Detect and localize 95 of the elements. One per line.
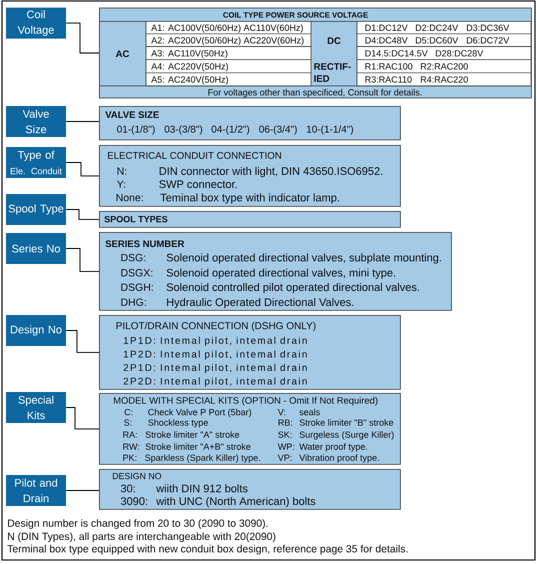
category-label: Pilot and Drain	[6, 475, 66, 506]
option-description: Hydraulic Operated Directional Valves.	[167, 298, 354, 308]
table-cell: A5: AC240V(50Hz)	[146, 72, 312, 86]
note-text: Design number is changed from 20 to 30 (2090 to 3090).	[8, 519, 268, 529]
option-line: 1P1D: Intemal pilot, intemal drain	[124, 336, 307, 346]
option-line: 1P2D: Intemal pilot, intemal drain	[124, 350, 307, 360]
table-cell: A4: AC220V(50Hz)	[146, 59, 312, 74]
info-box	[99, 469, 401, 510]
option-description: Check Valve P Port (5bar)	[148, 408, 252, 418]
row-header: RECTIF-IED	[314, 63, 351, 82]
option-description: Sparkless (Spark Killer) type.	[145, 454, 260, 463]
voltage-table	[98, 8, 532, 98]
note-text: Terminal box type equipped with new conduit box design, reference page 35 for details.	[7, 544, 408, 554]
option-code: Y:	[116, 180, 126, 188]
category-label: Spool Type	[6, 194, 66, 225]
connector-line	[66, 209, 100, 220]
option-line: 2P2D: Intemal pilot, intemal drain	[124, 377, 307, 387]
box-heading: SERIES NUMBER	[105, 240, 184, 248]
option-code: C:	[124, 408, 132, 416]
option-code: RB:	[278, 419, 292, 426]
size-option: 04-(1/2")	[212, 125, 250, 135]
option-code: DSG:	[121, 254, 146, 262]
category-label: Design No	[6, 315, 66, 346]
connector-line	[66, 22, 100, 54]
size-option: 06-(3/4")	[259, 125, 297, 135]
option-code: PK:	[123, 454, 136, 461]
table-cell: A3: AC110V(50Hz)	[146, 46, 312, 60]
option-code: S:	[124, 419, 132, 426]
note-text: N (DIN Types), all parts are interchangeable with 20(2090)	[8, 532, 276, 542]
option-code: DSGX:	[121, 269, 152, 276]
size-option: 10-(1-1/4")	[306, 125, 354, 135]
connector-line	[66, 121, 100, 122]
box-heading: MODEL WITH SPECIAL KITS (OPTION - Omit If Not Required)	[114, 396, 378, 406]
size-option: 01-(1/8")	[117, 125, 155, 135]
table-cell: D1:DC12V D2:DC24V D3:DC36V	[356, 21, 532, 34]
row-header: DC	[328, 37, 341, 44]
info-box	[99, 232, 452, 311]
table-cell: D4:DC48V D5:DC60V D6:DC72V	[356, 33, 532, 47]
box-heading: PILOT/DRAIN CONNECTION (DSHG ONLY)	[116, 322, 316, 332]
table-cell: R1:RAC100 R2:RAC200	[356, 59, 532, 74]
box-heading: ELECTRICAL CONDUIT CONNECTION	[108, 152, 281, 159]
option-code: V:	[278, 409, 286, 416]
category-label: Coil Voltage	[6, 8, 66, 39]
option-code: DSGH:	[121, 283, 153, 291]
size-option: 03-(3/8")	[164, 125, 202, 135]
option-description: Stroke limiter "B" stroke	[300, 419, 394, 426]
option-description: Surgeless (Surge Killer)	[300, 431, 394, 440]
option-description: Stroke limiter "A" stroke	[146, 431, 240, 438]
connector-line	[66, 248, 100, 272]
box-heading: VALVE SIZE	[105, 111, 159, 118]
box-heading: SPOOL TYPES	[104, 216, 168, 222]
option-code: None:	[116, 194, 143, 202]
option-description: Solenoid controlled pilot operated directional valves.	[166, 283, 419, 294]
connector-line	[66, 407, 100, 430]
connector-line	[66, 330, 100, 353]
option-description: Solenoid operated directional valves, mini type.	[166, 268, 396, 279]
option-line: 2P1D: Intemal pilot, intemal drain	[124, 364, 307, 373]
category-label: Type of Ele. Conduit	[6, 147, 66, 178]
option-description: Stroke limiter "A+B" stroke	[146, 443, 250, 450]
info-box	[99, 145, 401, 207]
info-box	[99, 315, 401, 390]
option-code: 30:	[120, 484, 135, 492]
option-description: SWP connector.	[159, 180, 237, 188]
box-heading: DESIGN NO	[112, 472, 162, 480]
connector-line	[66, 162, 100, 176]
option-code: RW:	[123, 444, 139, 450]
option-code: RA:	[123, 432, 137, 438]
connector-line	[66, 490, 100, 491]
option-description: DIN connector with light, DIN 43650.ISO6952.	[160, 166, 382, 178]
category-label: Series No	[6, 233, 66, 264]
option-code: 3090:	[120, 497, 147, 506]
option-description: Teminal box type with indicator lamp.	[160, 193, 339, 204]
option-code: DHG:	[121, 298, 146, 306]
row-header: AC	[116, 50, 130, 58]
option-description: Solenoid operated directional valves, subplate mounting.	[166, 253, 441, 264]
info-box	[99, 106, 401, 140]
option-description: seals	[299, 408, 320, 416]
info-box	[99, 211, 401, 228]
table-cell: A1: AC100V(50/60Hz) AC110V(60Hz)	[146, 21, 312, 34]
option-description: with UNC (North American) bolts	[156, 497, 316, 508]
option-description: Shockless type	[148, 419, 208, 428]
option-code: N:	[118, 167, 126, 175]
option-code: SK:	[278, 431, 292, 438]
table-cell: D14.5:DC14.5V D28:DC28V	[356, 46, 532, 60]
category-label: Valve Size	[6, 106, 66, 137]
option-code: VP:	[278, 454, 292, 461]
table-note: For voltages other than specificed, Consult for details.	[208, 88, 422, 98]
option-description: wiith DIN 912 bolts	[156, 484, 248, 492]
option-description: Vibration proof type.	[299, 454, 379, 463]
category-label: Special Kits	[6, 392, 66, 423]
option-code: WP:	[278, 444, 294, 450]
info-box	[99, 393, 401, 465]
table-cell: A2: AC200V(50/60Hz) AC220V(60Hz)	[146, 33, 312, 47]
option-description: Water proof type.	[299, 443, 368, 452]
table-cell: R3:RAC110 R4:RAC220	[356, 72, 532, 86]
